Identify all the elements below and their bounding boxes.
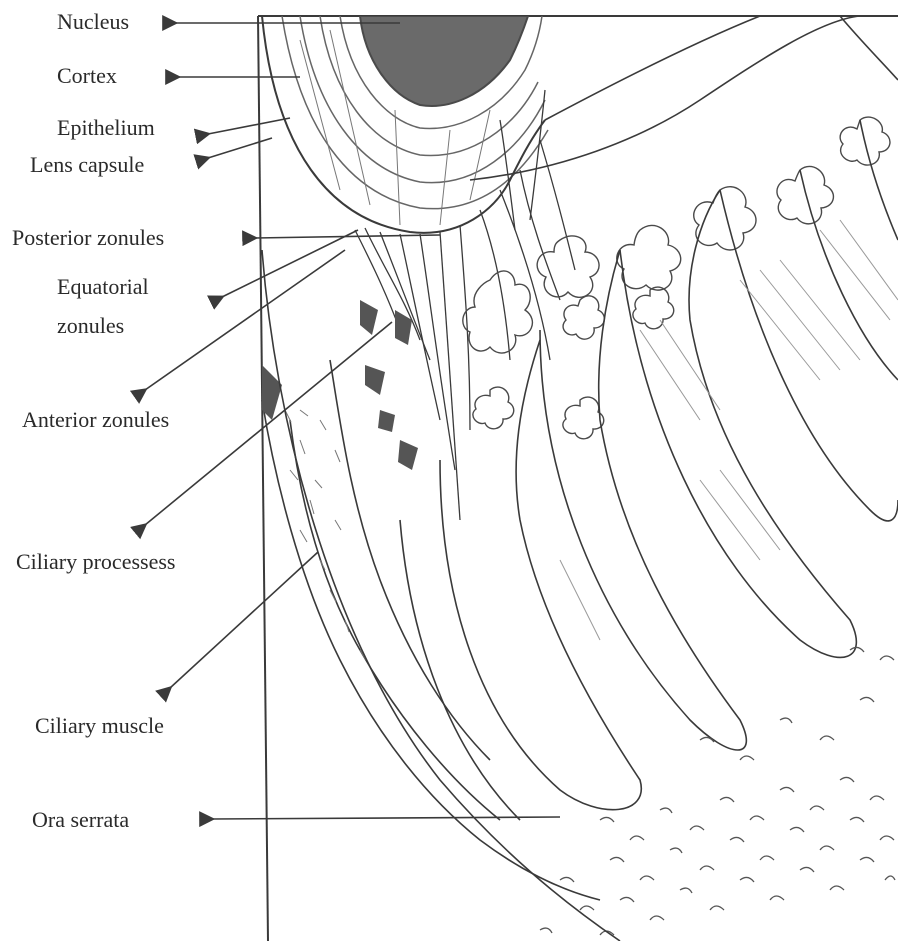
retina-texture [540,647,895,935]
arrow-anterior-zonules [145,250,345,390]
ciliary-process-curls [463,117,890,439]
arrow-ciliary-muscle [170,552,318,688]
ciliary-process-fills [262,300,418,470]
outer-wall [262,250,620,941]
label-nucleus: Nucleus [57,9,129,35]
label-ora-serrata: Ora serrata [32,807,129,833]
drawing-frame [258,16,898,941]
lens-nucleus [360,16,528,106]
label-lens-capsule: Lens capsule [30,152,144,178]
ciliary-muscle-texture [285,410,366,660]
label-ciliary-muscle: Ciliary muscle [35,713,164,739]
arrow-lens-capsule [208,138,272,158]
label-epithelium: Epithelium [57,115,155,141]
label-ciliary-processess: Ciliary processess [16,549,175,575]
label-equatorial-zonules-line2: zonules [57,313,124,339]
label-posterior-zonules: Posterior zonules [12,225,164,251]
label-anterior-zonules: Anterior zonules [22,407,169,433]
label-cortex: Cortex [57,63,117,89]
lens [262,16,548,233]
label-equatorial-zonules-line1: Equatorial [57,274,149,300]
arrow-equatorial-zonules [222,230,358,297]
arrow-ora-serrata [212,817,560,819]
iris-lines [470,16,898,180]
arrow-epithelium [208,118,290,134]
zonule-fibers [355,90,575,520]
